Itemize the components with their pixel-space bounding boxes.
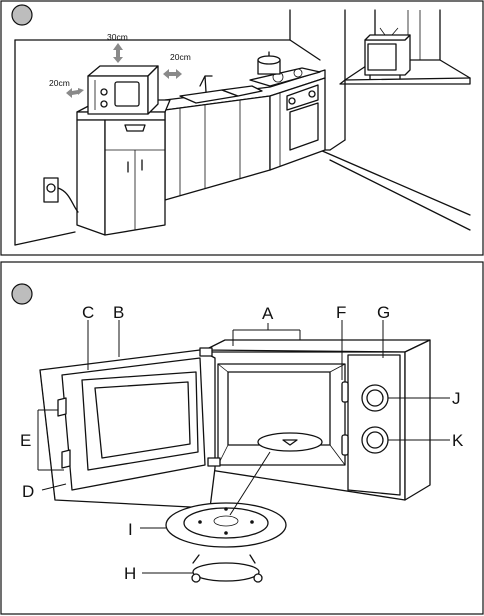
part-label-g: G (377, 303, 390, 322)
small-appliance-on-sill (365, 28, 410, 79)
microwave-installed (88, 66, 158, 114)
left-cabinet (77, 100, 170, 235)
part-label-e: E (20, 431, 31, 450)
part-label-h: H (124, 564, 136, 583)
part-label-i: I (128, 520, 133, 539)
microwave-door (40, 348, 220, 508)
power-knob-k[interactable] (362, 427, 388, 453)
part-label-a: A (262, 304, 274, 323)
figure-1-badge (12, 5, 32, 25)
figure-2-parts: A B C D E F G H I J K (1, 262, 483, 614)
part-label-f: F (336, 303, 346, 322)
timer-knob-j[interactable] (362, 385, 388, 411)
clearance-right-label: 20cm (170, 52, 191, 62)
part-label-c: C (82, 303, 94, 322)
part-label-k: K (452, 431, 464, 450)
part-label-d: D (22, 482, 34, 501)
figure-1-installation: 30cm 20cm 20cm (1, 1, 483, 255)
part-label-b: B (113, 303, 124, 322)
clearance-left-label: 20cm (49, 78, 70, 88)
part-label-j: J (452, 389, 461, 408)
glass-tray (166, 503, 286, 547)
clearance-top-label: 30cm (107, 32, 128, 42)
figure-2-badge (12, 284, 32, 304)
